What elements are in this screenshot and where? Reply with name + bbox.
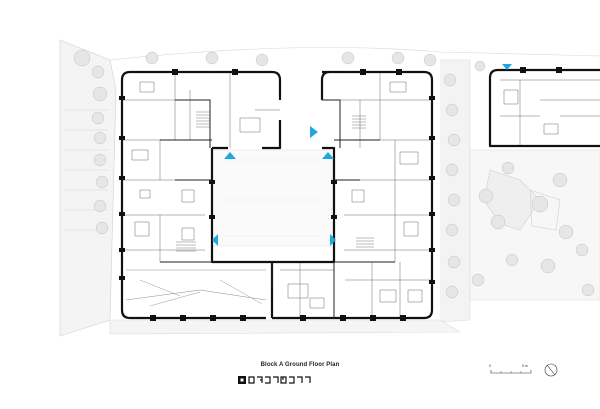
entrance-marker-icon (330, 234, 336, 246)
entrance-marker-icon (322, 152, 334, 159)
entrance-marker-icon (212, 234, 218, 246)
scale-start-label: 0 (489, 364, 491, 368)
north-arrow-icon (544, 363, 558, 377)
exterior-walls (120, 68, 600, 320)
inner-walls (160, 99, 395, 318)
interior-partitions (122, 72, 600, 318)
plan-title: Block A Ground Floor Plan (260, 362, 340, 368)
wall-columns (119, 67, 562, 321)
scale-bar (490, 370, 532, 374)
entrance-marker-icon (224, 152, 236, 159)
scale-end-label: 5 m (522, 364, 528, 368)
entrance-markers (212, 64, 512, 246)
courtyard (211, 149, 333, 247)
stairs (176, 111, 374, 252)
entrance-marker-icon (310, 126, 318, 138)
block-key-icon (238, 376, 311, 384)
entrance-marker-icon (502, 64, 512, 70)
